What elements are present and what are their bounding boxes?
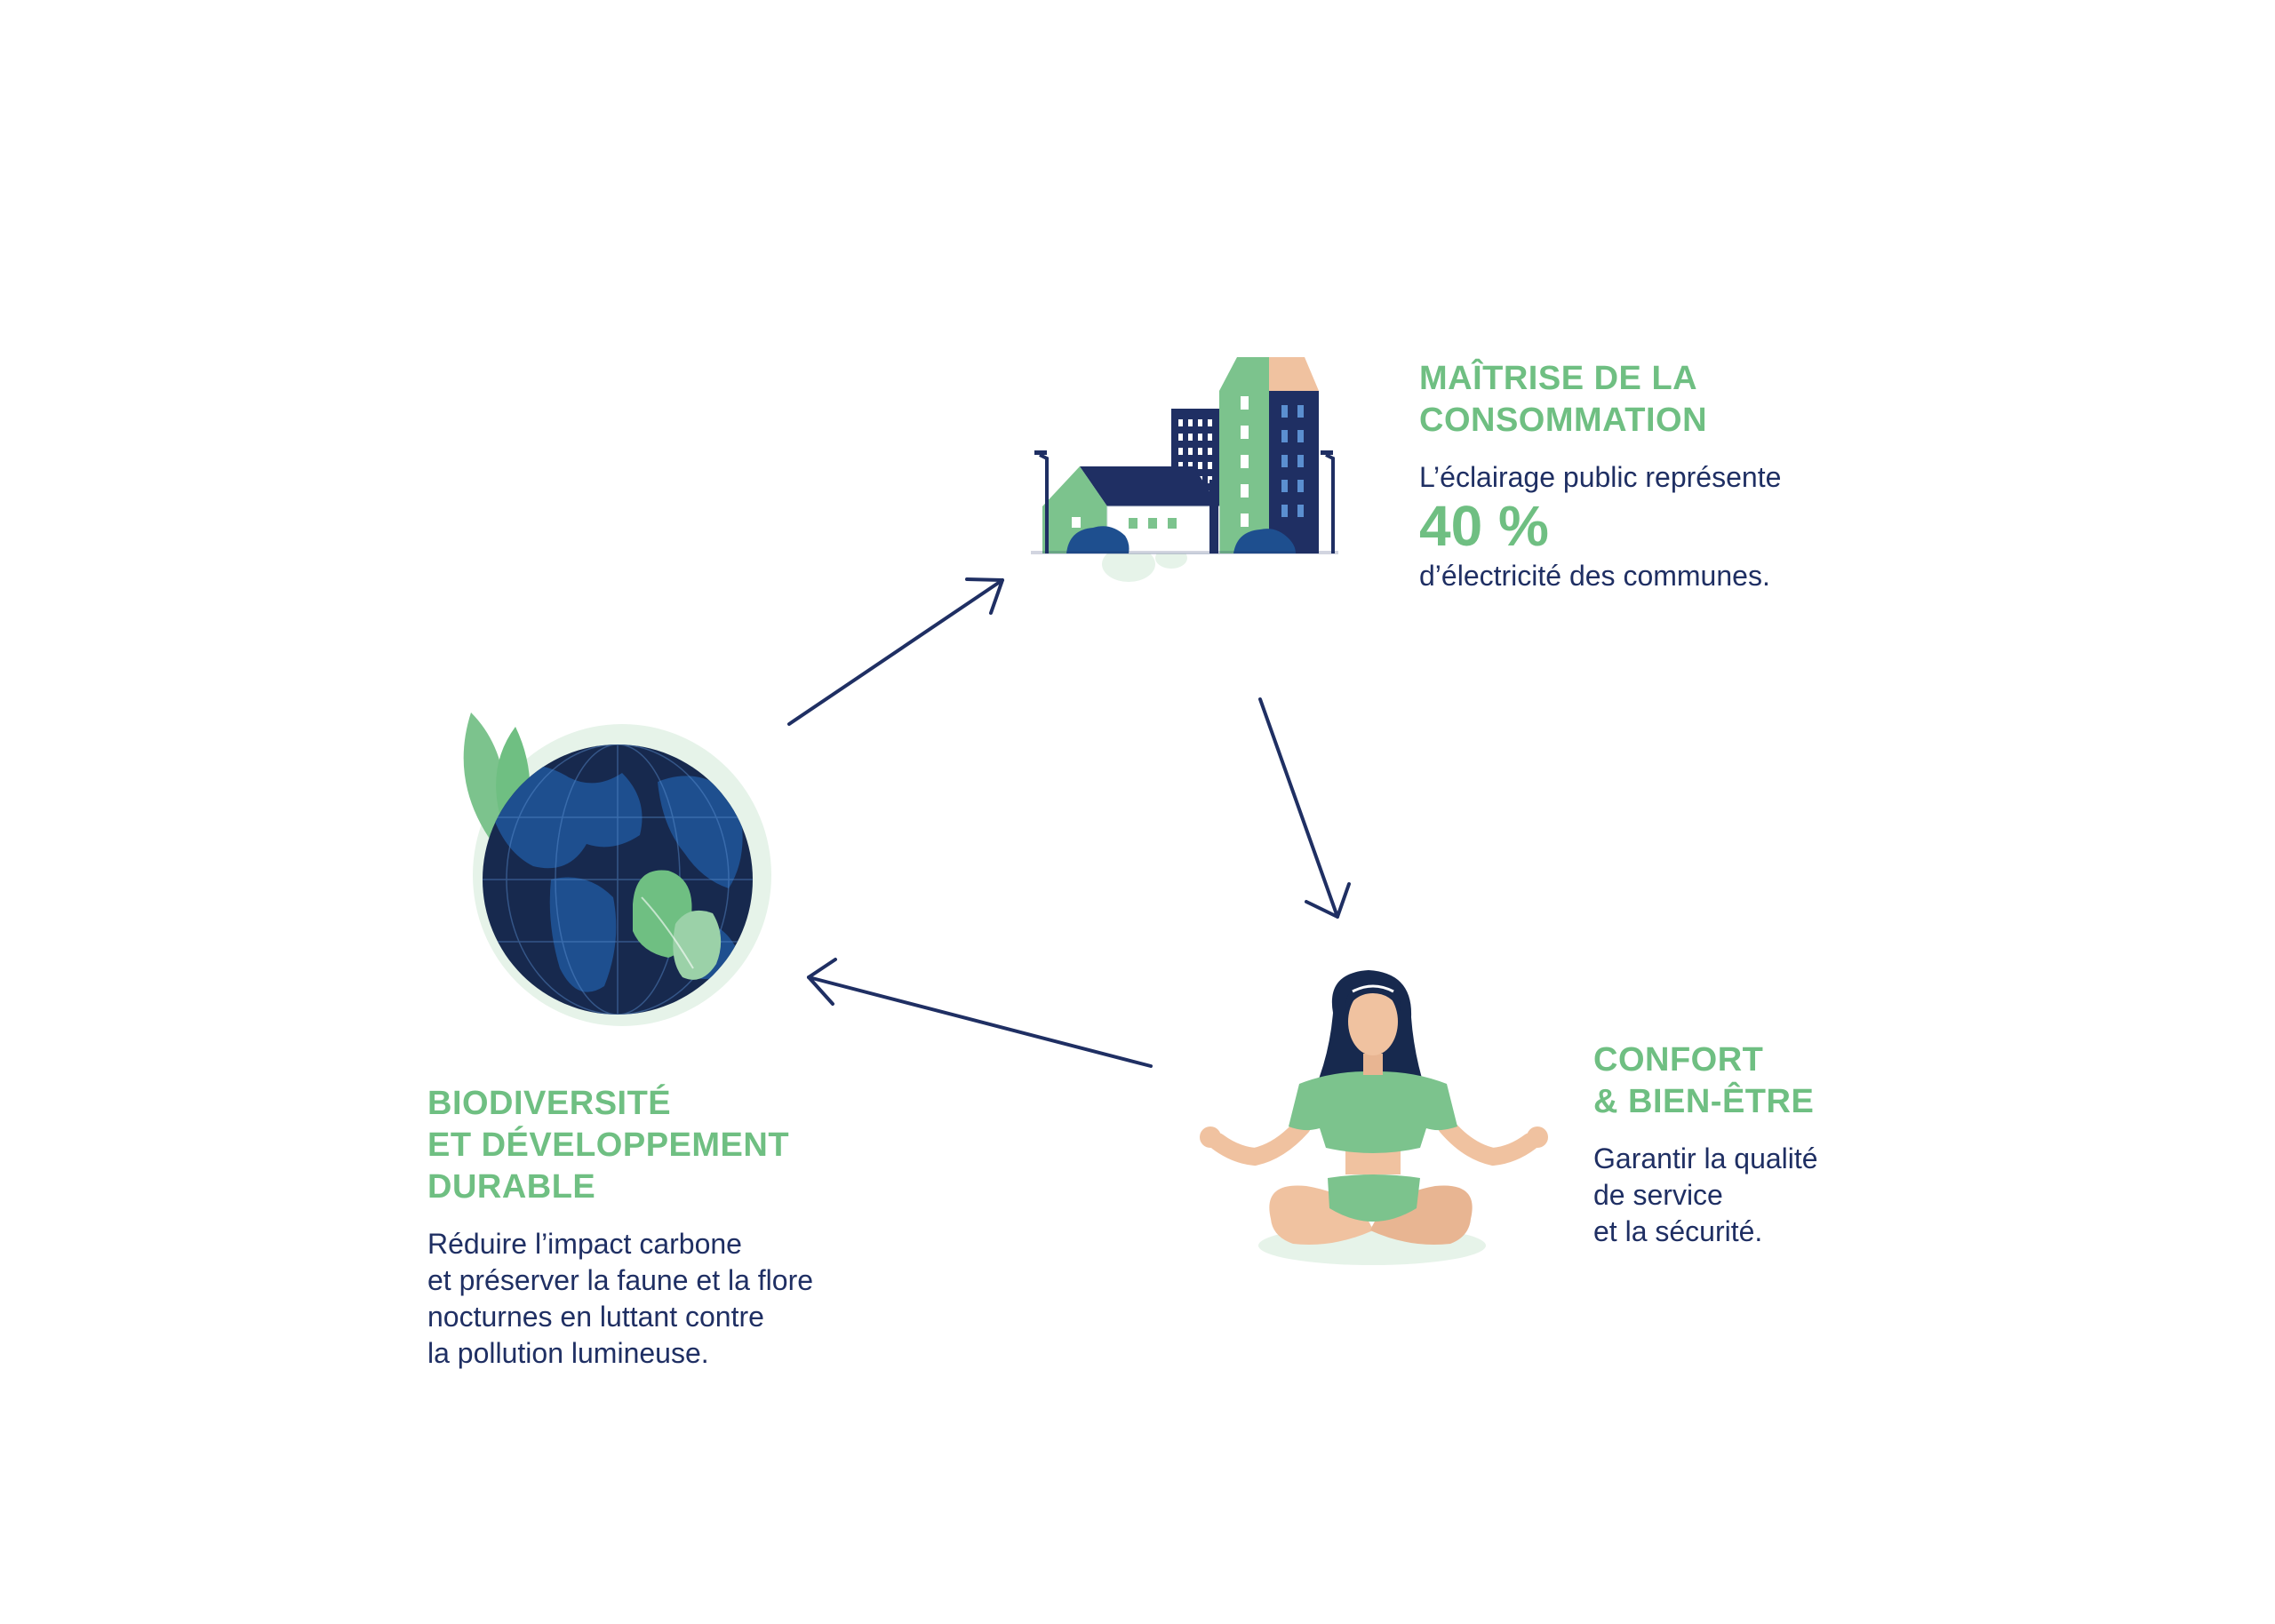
consumption-text-after: d’électricité des communes.	[1419, 560, 1770, 592]
cycle-arrows	[787, 577, 1351, 1068]
comfort-text-line: et la sécurité.	[1593, 1215, 1763, 1247]
consumption-title-line: CONSOMMATION	[1419, 402, 1708, 439]
biodiversity-title-line: ET DÉVELOPPEMENT	[427, 1126, 790, 1164]
biodiversity-text-line: la pollution lumineuse.	[427, 1337, 709, 1369]
arrow-consumption-to-comfort	[1258, 697, 1351, 919]
consumption-title: MAÎTRISE DE LA CONSOMMATION	[1419, 358, 1970, 442]
comfort-title-line: CONFORT	[1593, 1041, 1764, 1079]
arrow-comfort-to-biodiversity	[807, 958, 1153, 1068]
arrow-biodiversity-to-consumption	[787, 577, 1004, 726]
biodiversity-text-line: nocturnes en luttant contre	[427, 1301, 764, 1333]
consumption-block: MAÎTRISE DE LA CONSOMMATION L’éclairage …	[1419, 358, 1970, 594]
consumption-percentage: 40 %	[1419, 494, 1549, 558]
biodiversity-text-line: Réduire l’impact carbone	[427, 1228, 742, 1260]
biodiversity-title: BIODIVERSITÉ ET DÉVELOPPEMENT DURABLE	[427, 1083, 978, 1208]
biodiversity-block: BIODIVERSITÉ ET DÉVELOPPEMENT DURABLE Ré…	[427, 1083, 978, 1372]
consumption-title-line: MAÎTRISE DE LA	[1419, 360, 1698, 397]
consumption-text-before: L’éclairage public représente	[1419, 461, 1782, 493]
meditating-woman-icon	[1200, 970, 1548, 1265]
biodiversity-text-line: et préserver la faune et la flore	[427, 1264, 814, 1296]
earth-globe-leaves-icon	[463, 712, 771, 1026]
city-buildings-icon	[1031, 357, 1338, 582]
biodiversity-text: Réduire l’impact carbone et préserver la…	[427, 1226, 978, 1372]
comfort-title-line: & BIEN-ÊTRE	[1593, 1083, 1815, 1120]
comfort-text: Garantir la qualité de service et la séc…	[1593, 1141, 2055, 1250]
consumption-text: L’éclairage public représente 40 % d’éle…	[1419, 459, 1970, 594]
comfort-title: CONFORT & BIEN-ÊTRE	[1593, 1039, 2055, 1123]
comfort-block: CONFORT & BIEN-ÊTRE Garantir la qualité …	[1593, 1039, 2055, 1250]
biodiversity-title-line: BIODIVERSITÉ	[427, 1085, 672, 1122]
comfort-text-line: Garantir la qualité	[1593, 1142, 1818, 1174]
comfort-text-line: de service	[1593, 1179, 1723, 1211]
biodiversity-title-line: DURABLE	[427, 1168, 596, 1206]
